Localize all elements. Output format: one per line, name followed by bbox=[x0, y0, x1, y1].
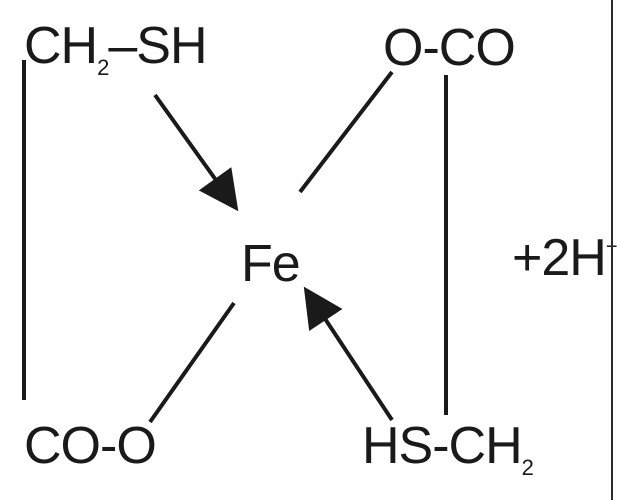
o-co-group: O-CO bbox=[383, 19, 516, 77]
ch2-subscript: 2 bbox=[97, 55, 109, 80]
o-fe-bond-lower bbox=[148, 301, 236, 424]
hs-ch2-text: HS-CH bbox=[362, 417, 523, 475]
ch2-subscript-lower: 2 bbox=[521, 455, 534, 480]
ch2-sh-group: CH2–SH bbox=[24, 17, 208, 80]
image-border bbox=[611, 0, 613, 500]
hs-fe-coordination-arrow bbox=[303, 286, 394, 422]
co-o-group: CO-O bbox=[24, 417, 157, 475]
h-plus-product: +2H+ bbox=[512, 232, 617, 284]
sh-text: –SH bbox=[108, 17, 207, 75]
ch2-sh-text: CH bbox=[24, 17, 98, 75]
iron-center: Fe bbox=[241, 235, 301, 293]
sh-fe-coordination-arrow bbox=[153, 93, 239, 212]
h-plus-text: +2H bbox=[512, 229, 607, 287]
hs-ch2-group: HS-CH2 bbox=[362, 417, 534, 480]
o-fe-bond-upper bbox=[298, 70, 394, 194]
